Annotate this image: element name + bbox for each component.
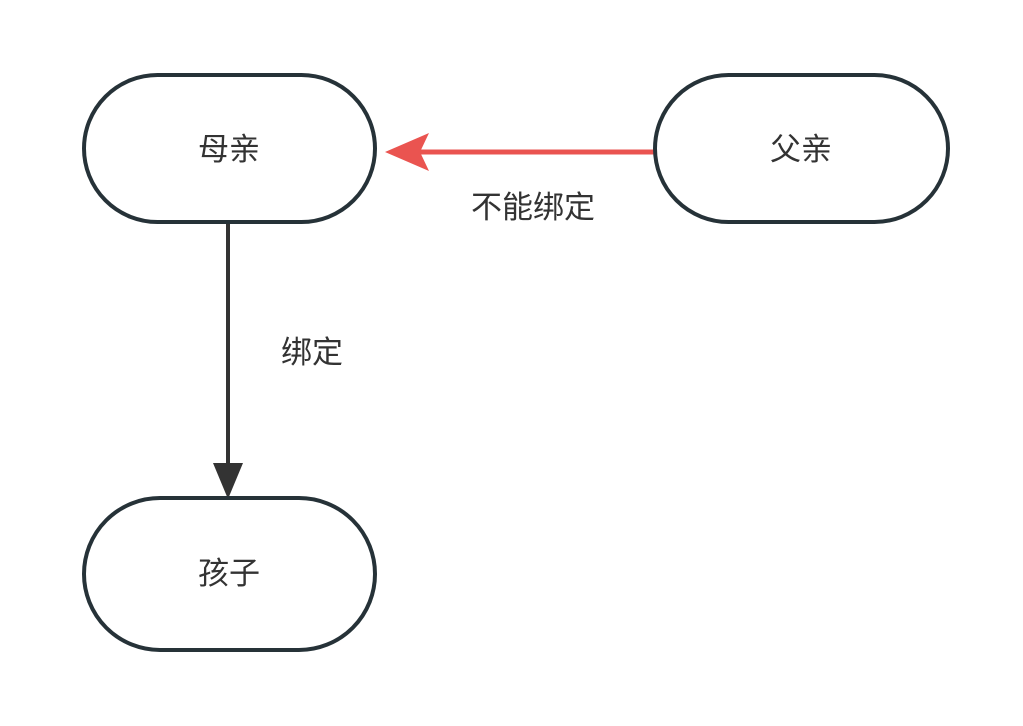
edge-mother-to-child[interactable]	[213, 222, 243, 499]
node-child[interactable]: 孩子	[82, 496, 377, 652]
edge-label-bind: 绑定	[281, 335, 343, 370]
edge-father-to-mother[interactable]	[385, 133, 655, 171]
node-father-shape	[653, 73, 950, 224]
node-mother[interactable]: 母亲	[82, 73, 377, 224]
node-father[interactable]: 父亲	[653, 73, 950, 224]
edge-label-cannot-bind: 不能绑定	[471, 190, 595, 225]
node-mother-shape	[82, 73, 377, 224]
node-child-shape	[82, 496, 377, 652]
node-father-label: 父亲	[770, 132, 832, 167]
node-child-label: 孩子	[198, 556, 260, 591]
node-mother-label: 母亲	[198, 132, 260, 167]
arrowhead-left-icon	[385, 133, 429, 171]
arrowhead-down-icon	[213, 463, 243, 499]
